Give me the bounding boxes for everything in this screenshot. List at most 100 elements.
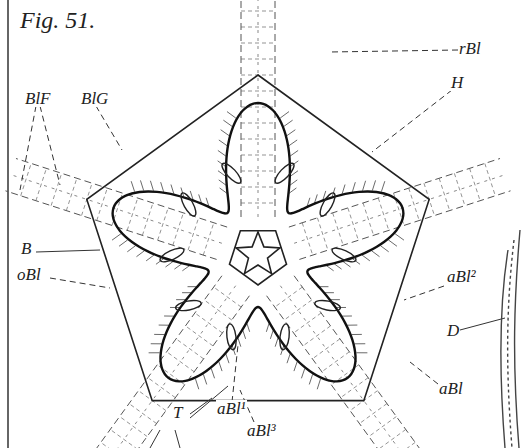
hatch-stroke xyxy=(331,299,340,300)
band-cross xyxy=(241,171,275,172)
hatch-stroke xyxy=(131,181,134,191)
band-cross xyxy=(241,139,275,140)
hatch-stroke xyxy=(221,130,229,136)
leader-line xyxy=(175,430,180,448)
hatch-stroke xyxy=(220,188,227,193)
hatch-stroke xyxy=(159,325,169,326)
pore-ellipse xyxy=(314,299,341,313)
band-cross xyxy=(303,326,331,346)
band-cross xyxy=(317,218,328,250)
pore-ellipse xyxy=(175,299,202,313)
band-cross xyxy=(110,429,138,448)
band-cross xyxy=(378,429,406,448)
leader-line xyxy=(96,106,122,150)
hatch-stroke xyxy=(176,299,185,300)
hatch-stroke xyxy=(146,255,154,261)
part-label: BlF xyxy=(24,90,52,107)
leader-line xyxy=(410,362,438,384)
hatch-stroke xyxy=(182,266,189,271)
band-cross xyxy=(439,178,450,210)
band-cross xyxy=(158,208,169,240)
hatch-stroke xyxy=(336,307,346,308)
hatch-stroke xyxy=(380,246,388,252)
part-label: T xyxy=(172,404,183,421)
hatch-stroke xyxy=(203,374,206,384)
hatch-stroke xyxy=(309,374,312,384)
part-label: B xyxy=(20,240,32,257)
part-label: H xyxy=(450,74,464,91)
part-label: aBl xyxy=(438,380,464,397)
hatch-stroke xyxy=(164,315,174,316)
leader-line xyxy=(404,286,444,300)
band-cross xyxy=(173,213,184,245)
leader-line xyxy=(150,430,160,448)
band-line xyxy=(119,296,249,448)
hatch-stroke xyxy=(211,368,214,378)
hatch-stroke xyxy=(243,330,246,339)
leader-line xyxy=(50,278,110,288)
pore-ellipse xyxy=(158,245,185,264)
band-cross xyxy=(333,213,344,245)
band-cross xyxy=(485,163,496,195)
pore-ellipse xyxy=(178,191,198,218)
band-cross xyxy=(409,188,420,220)
pore-ellipse xyxy=(317,191,337,218)
leader-line xyxy=(36,250,100,252)
adjacent-figure xyxy=(501,230,520,448)
band-cross xyxy=(454,173,465,205)
figure-title: Fig. 51. xyxy=(18,8,97,32)
band-cross xyxy=(241,187,275,188)
hatch-stroke xyxy=(166,262,173,267)
hatch-stroke xyxy=(223,120,232,126)
hatch-stroke xyxy=(355,343,366,344)
band-cross xyxy=(369,417,397,437)
band-cross xyxy=(51,173,62,205)
hatch-stroke xyxy=(290,150,298,156)
band-cross xyxy=(241,155,275,156)
hatch-stroke xyxy=(317,379,320,389)
band-cross xyxy=(188,218,199,250)
band-cross xyxy=(241,43,275,44)
hatch-stroke xyxy=(347,325,357,326)
hatch-stroke xyxy=(388,240,397,246)
part-label: D xyxy=(446,322,460,339)
hatch-stroke xyxy=(161,182,164,192)
band-line xyxy=(105,286,235,448)
part-label: BlG xyxy=(80,90,109,107)
hatch-stroke xyxy=(219,180,226,185)
hatch-stroke xyxy=(381,181,384,191)
band-cross xyxy=(66,178,77,210)
band-cross xyxy=(127,198,138,230)
band-cross xyxy=(185,326,213,346)
hatching xyxy=(112,112,404,390)
band-cross xyxy=(312,339,340,359)
pore-ellipse xyxy=(225,323,237,350)
band-cross xyxy=(359,404,387,424)
band-cross xyxy=(322,352,350,372)
hatch-stroke xyxy=(343,262,350,267)
hatch-stroke xyxy=(127,246,135,252)
hatch-stroke xyxy=(182,292,191,293)
hatch-stroke xyxy=(280,112,289,118)
hatch-stroke xyxy=(342,185,345,194)
part-label: aBl² xyxy=(446,268,477,285)
hatch-stroke xyxy=(342,315,352,316)
hatch-stroke xyxy=(284,120,293,126)
hatch-stroke xyxy=(270,330,273,339)
band-cross xyxy=(241,203,275,204)
leader-line xyxy=(330,50,458,52)
band-line xyxy=(241,0,242,217)
band-line xyxy=(294,276,424,448)
band-line xyxy=(299,191,510,260)
leader-line xyxy=(232,345,238,402)
hatch-stroke xyxy=(218,150,226,156)
hatch-stroke xyxy=(219,140,227,146)
hatch-stroke xyxy=(119,240,128,246)
hatch-stroke xyxy=(363,181,366,191)
band-line xyxy=(16,158,227,227)
hatch-stroke xyxy=(247,323,250,331)
hatch-stroke xyxy=(352,182,355,192)
band-cross xyxy=(203,223,214,255)
leader-lines xyxy=(8,0,505,448)
band-cross xyxy=(36,168,47,200)
